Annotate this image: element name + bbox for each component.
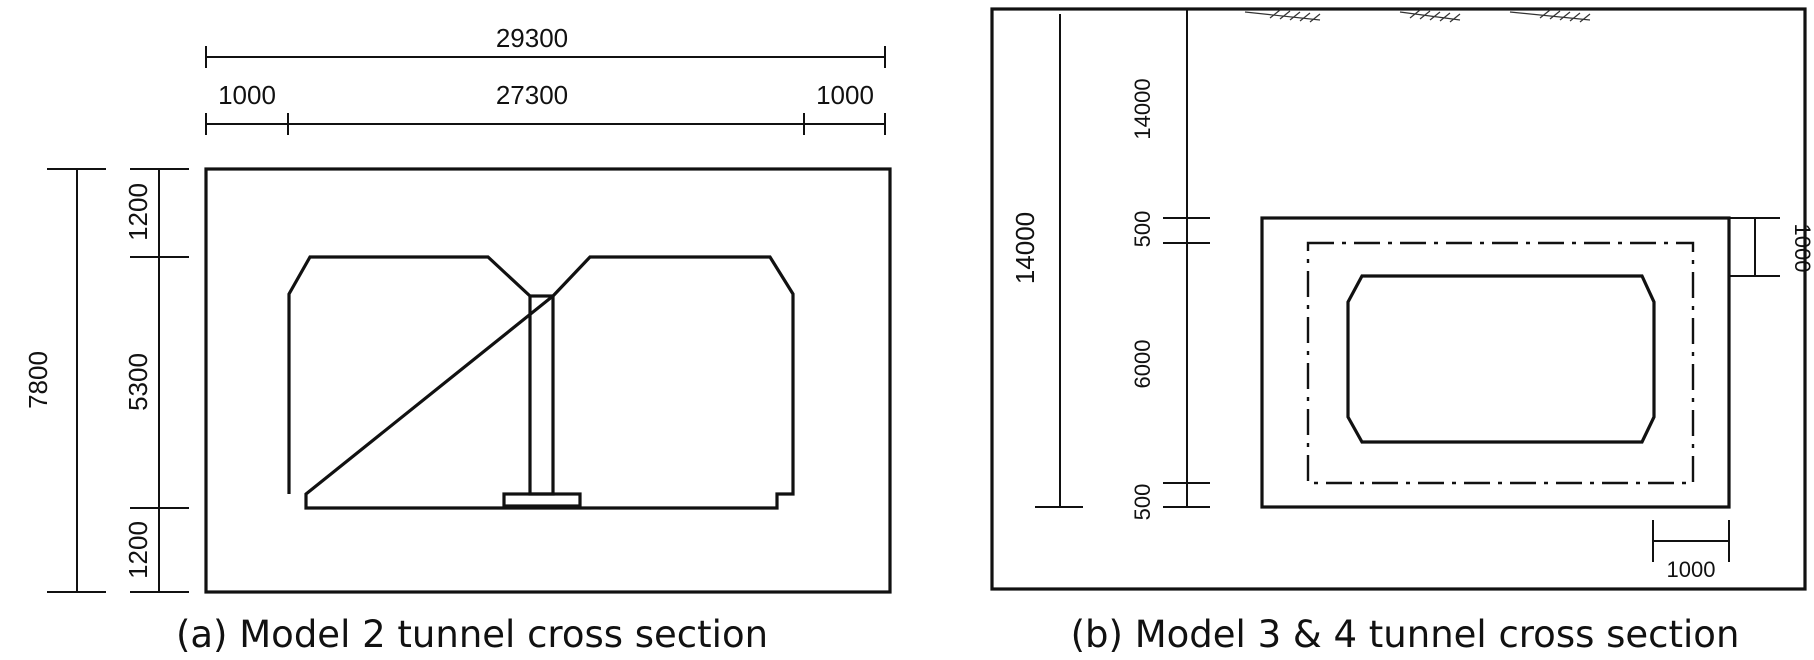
dim-overburden-chain: 14000 500 6000 500: [1130, 9, 1210, 520]
dim-inner-width-label: 27300: [496, 80, 568, 110]
center-column: [528, 294, 555, 496]
dash-dot-centerline: [1306, 241, 1695, 485]
soil-boundary-a: [204, 167, 892, 594]
twin-tunnel-outline: [287, 255, 795, 510]
dim-depth-to-base: 14000: [1010, 14, 1083, 508]
dim-total-width: 29300: [205, 23, 886, 68]
dim-left-margin-label: 1000: [218, 80, 276, 110]
dim-total-height: 7800: [23, 168, 106, 593]
dim-side-offset-vertical: 1000: [1729, 217, 1814, 277]
inner-tunnel-outline: [1346, 274, 1656, 444]
dim-overburden-label: 14000: [1130, 78, 1155, 139]
dim-bottom-slab-label: 500: [1130, 484, 1155, 521]
ground-surface-hatch: [1244, 9, 1591, 23]
dim-top-cover-label: 1200: [123, 183, 153, 241]
figure-a: 29300 1000 27300 1000 7800 1200: [23, 23, 892, 656]
dim-total-height-label: 7800: [23, 351, 53, 409]
caption-b: (b) Model 3 & 4 tunnel cross section: [1071, 613, 1740, 656]
dim-row-widths: 1000 27300 1000: [205, 80, 886, 135]
dim-box-height-label: 6000: [1130, 340, 1155, 389]
outer-box: [1260, 216, 1731, 509]
dim-side-offset-horizontal: 1000: [1652, 520, 1730, 582]
dim-depth-to-base-label: 14000: [1010, 212, 1040, 284]
dim-total-width-label: 29300: [496, 23, 568, 53]
dim-tunnel-height-label: 5300: [123, 353, 153, 411]
dim-side-offset-vertical-label: 1000: [1790, 224, 1814, 273]
dim-bottom-cover-label: 1200: [123, 521, 153, 579]
dim-right-margin-label: 1000: [816, 80, 874, 110]
column-footing: [502, 492, 582, 508]
soil-boundary-b: [990, 7, 1807, 591]
caption-a: (a) Model 2 tunnel cross section: [176, 613, 768, 656]
dim-side-offset-horizontal-label: 1000: [1667, 557, 1716, 582]
dim-height-chain: 1200 5300 1200: [123, 168, 189, 593]
figure-b: 14000 14000 500 6000 500 1000: [990, 7, 1814, 656]
dim-top-slab-label: 500: [1130, 211, 1155, 248]
